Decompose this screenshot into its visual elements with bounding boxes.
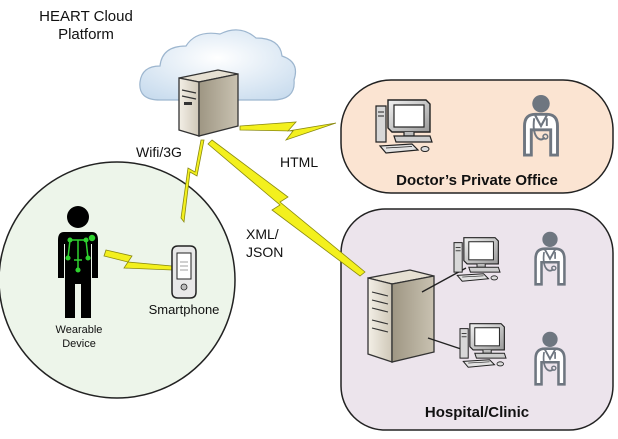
smartphone-label: Smartphone — [148, 302, 220, 317]
network-line — [427, 337, 465, 351]
hospital-label: Hospital/Clinic — [424, 404, 530, 421]
person-icon — [58, 206, 98, 318]
server-icon — [178, 69, 239, 137]
wifi-link-label: Wifi/3G — [136, 144, 182, 160]
platform-title: HEART Cloud Platform — [16, 8, 156, 44]
lightning-icon — [239, 121, 337, 141]
patient-region — [0, 161, 236, 399]
xml-link-label-line1: XML/ — [246, 226, 279, 242]
platform-title-line1: HEART Cloud — [39, 8, 133, 25]
lightning-icon — [180, 139, 205, 224]
lightning-icon — [207, 139, 366, 277]
wearable-label-line2: Device — [62, 338, 96, 350]
doctor-office-label: Doctor’s Private Office — [396, 172, 558, 189]
smartphone-icon — [171, 245, 197, 299]
xml-link-label-line2: JSON — [246, 244, 284, 260]
wearable-label-line1: Wearable — [55, 324, 103, 336]
wearable-label: Wearable Device — [44, 323, 114, 351]
platform-title-line2: Platform — [58, 26, 114, 43]
xml-link-label: XML/ JSON — [246, 225, 283, 261]
server-icon — [367, 269, 435, 363]
html-link-label: HTML — [280, 154, 319, 170]
